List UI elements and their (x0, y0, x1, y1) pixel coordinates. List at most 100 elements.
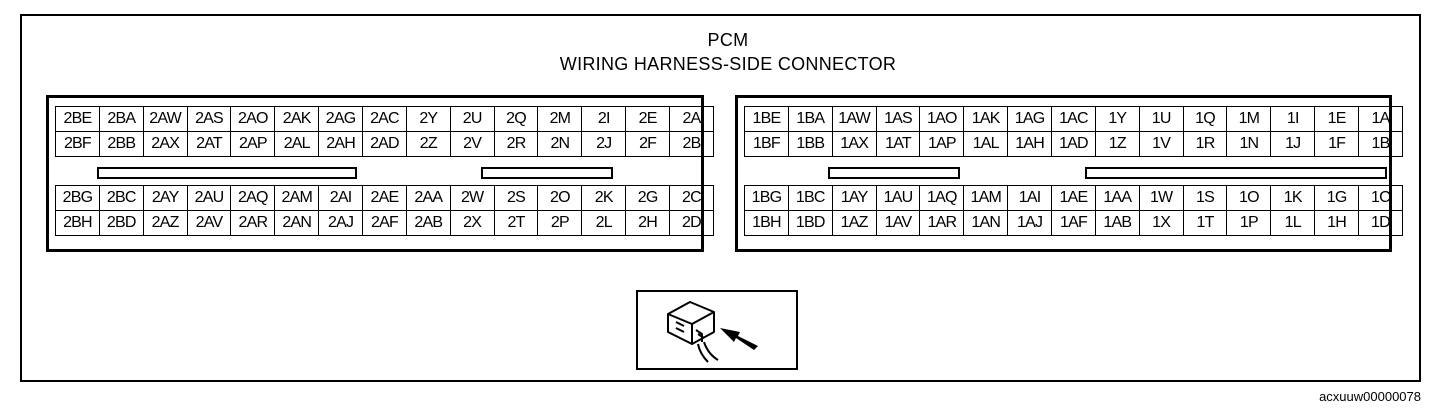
pin-cell: 2J (581, 131, 627, 157)
pin-cell: 2AI (318, 185, 364, 211)
pin-cell: 2L (581, 210, 627, 236)
pin-cell: 1R (1182, 131, 1228, 157)
pin-cell: 2AR (230, 210, 276, 236)
pin-cell: 2AE (362, 185, 407, 211)
pin-cell: 2W (449, 185, 495, 211)
pin-cell: 1AR (919, 210, 965, 236)
pin-cell: 1AJ (1007, 210, 1053, 236)
pin-cell: 2M (537, 106, 583, 132)
connector-1-key-left (828, 167, 960, 179)
pin-cell: 1BD (787, 210, 833, 236)
pin-cell: 2AY (142, 185, 188, 211)
pin-cell: 1AK (963, 106, 1009, 132)
pin-cell: 2AV (186, 210, 232, 236)
pin-cell: 1AT (875, 131, 921, 157)
figure-frame (20, 14, 1421, 382)
pin-cell: 2AH (318, 131, 364, 157)
pin-cell: 1Y (1094, 106, 1140, 132)
pin-cell: 2AS (186, 106, 232, 132)
pin-cell: 1AD (1051, 131, 1096, 157)
pin-cell: 1Q (1182, 106, 1228, 132)
pin-cell: 1BG (744, 185, 789, 211)
pin-cell: 1I (1270, 106, 1316, 132)
pin-cell: 1AC (1051, 106, 1096, 132)
component-title: PCM (707, 30, 749, 50)
pin-cell: 1T (1182, 210, 1228, 236)
pin-cell: 2AA (405, 185, 451, 211)
pin-cell: 2Z (405, 131, 451, 157)
pin-cell: 1BB (787, 131, 833, 157)
pin-cell: 2C (669, 185, 714, 211)
pin-cell: 2BC (98, 185, 144, 211)
pin-cell: 2I (581, 106, 627, 132)
pin-cell: 2AZ (142, 210, 188, 236)
pin-cell: 2E (625, 106, 671, 132)
pin-cell: 2AW (142, 106, 188, 132)
pin-cell: 2F (625, 131, 671, 157)
pin-cell: 2AX (142, 131, 188, 157)
pin-cell: 1AA (1094, 185, 1140, 211)
pin-cell: 1X (1138, 210, 1184, 236)
pin-cell: 1AS (875, 106, 921, 132)
pin-cell: 2X (449, 210, 495, 236)
pin-cell: 1AW (831, 106, 877, 132)
connector-view-thumbnail (636, 290, 798, 370)
pin-cell: 1AQ (919, 185, 965, 211)
pin-cell: 2AM (274, 185, 320, 211)
pin-cell: 1AP (919, 131, 965, 157)
pin-cell: 2AQ (230, 185, 276, 211)
pin-cell: 1BF (744, 131, 789, 157)
pin-cell: 1AB (1094, 210, 1140, 236)
pin-cell: 2K (581, 185, 627, 211)
connector-title: WIRING HARNESS-SIDE CONNECTOR (559, 54, 897, 74)
pin-cell: 1AL (963, 131, 1009, 157)
pin-cell: 2AG (318, 106, 364, 132)
connector-1-key-right (1085, 167, 1387, 179)
pin-cell: 2BD (98, 210, 144, 236)
pin-cell: 2BG (55, 185, 100, 211)
pin-cell: 1AU (875, 185, 921, 211)
pin-cell: 1B (1358, 131, 1403, 157)
pin-cell: 1M (1226, 106, 1272, 132)
pin-cell: 1P (1226, 210, 1272, 236)
pin-cell: 2BE (55, 106, 100, 132)
pin-cell: 1AI (1007, 185, 1053, 211)
pin-cell: 2R (493, 131, 539, 157)
pin-cell: 1AV (875, 210, 921, 236)
pin-cell: 1BE (744, 106, 789, 132)
pin-cell: 1A (1358, 106, 1403, 132)
pin-cell: 1AF (1051, 210, 1096, 236)
pin-cell: 1J (1270, 131, 1316, 157)
pin-cell: 1W (1138, 185, 1184, 211)
pin-cell: 1AH (1007, 131, 1053, 157)
pin-cell: 2AK (274, 106, 320, 132)
pin-cell: 2G (625, 185, 671, 211)
pin-cell: 1K (1270, 185, 1316, 211)
figure-code: acxuuw00000078 (1319, 389, 1421, 404)
pin-cell: 2BF (55, 131, 100, 157)
pin-cell: 1S (1182, 185, 1228, 211)
connector-2-key-left (97, 167, 357, 179)
pin-cell: 2AO (230, 106, 276, 132)
pin-cell: 2A (669, 106, 714, 132)
pin-cell: 2Y (405, 106, 451, 132)
pin-cell: 2AP (230, 131, 276, 157)
pin-cell: 2D (669, 210, 714, 236)
pin-cell: 1AX (831, 131, 877, 157)
pin-cell: 2BA (98, 106, 144, 132)
pin-cell: 2AB (405, 210, 451, 236)
pin-cell: 1G (1314, 185, 1360, 211)
pin-cell: 2U (449, 106, 495, 132)
pin-cell: 1AN (963, 210, 1009, 236)
pin-cell: 2H (625, 210, 671, 236)
connector-2-key-right (481, 167, 613, 179)
